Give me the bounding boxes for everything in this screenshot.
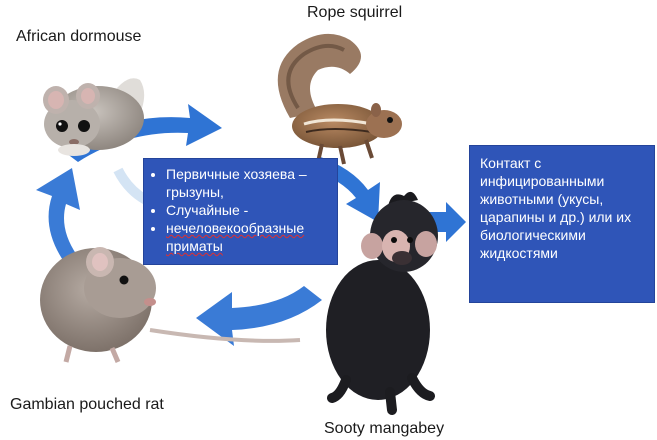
contact-box: Контакт с инфицированными животными (уку… bbox=[469, 145, 655, 303]
hosts-item-primary: Первичные хозяева – грызуны, bbox=[166, 165, 331, 201]
label-sooty-mangabey: Sooty mangabey bbox=[324, 420, 444, 438]
mangabey-illustration bbox=[326, 192, 438, 410]
hosts-item-accidental: Случайные - bbox=[166, 201, 331, 219]
squirrel-illustration bbox=[278, 34, 402, 164]
hosts-list: Первичные хозяева – грызуны, Случайные -… bbox=[150, 165, 331, 255]
hosts-item-primates: нечеловекообразные приматы bbox=[166, 219, 331, 255]
hosts-item-primates-text: нечеловекообразные приматы bbox=[166, 220, 304, 254]
label-rope-squirrel: Rope squirrel bbox=[307, 4, 402, 22]
dormouse-illustration bbox=[43, 78, 144, 156]
contact-text: Контакт с инфицированными животными (уку… bbox=[480, 155, 631, 261]
label-african-dormouse: African dormouse bbox=[16, 28, 141, 46]
hosts-box: Первичные хозяева – грызуны, Случайные -… bbox=[143, 158, 338, 265]
label-gambian-pouched-rat: Gambian pouched rat bbox=[10, 396, 164, 414]
